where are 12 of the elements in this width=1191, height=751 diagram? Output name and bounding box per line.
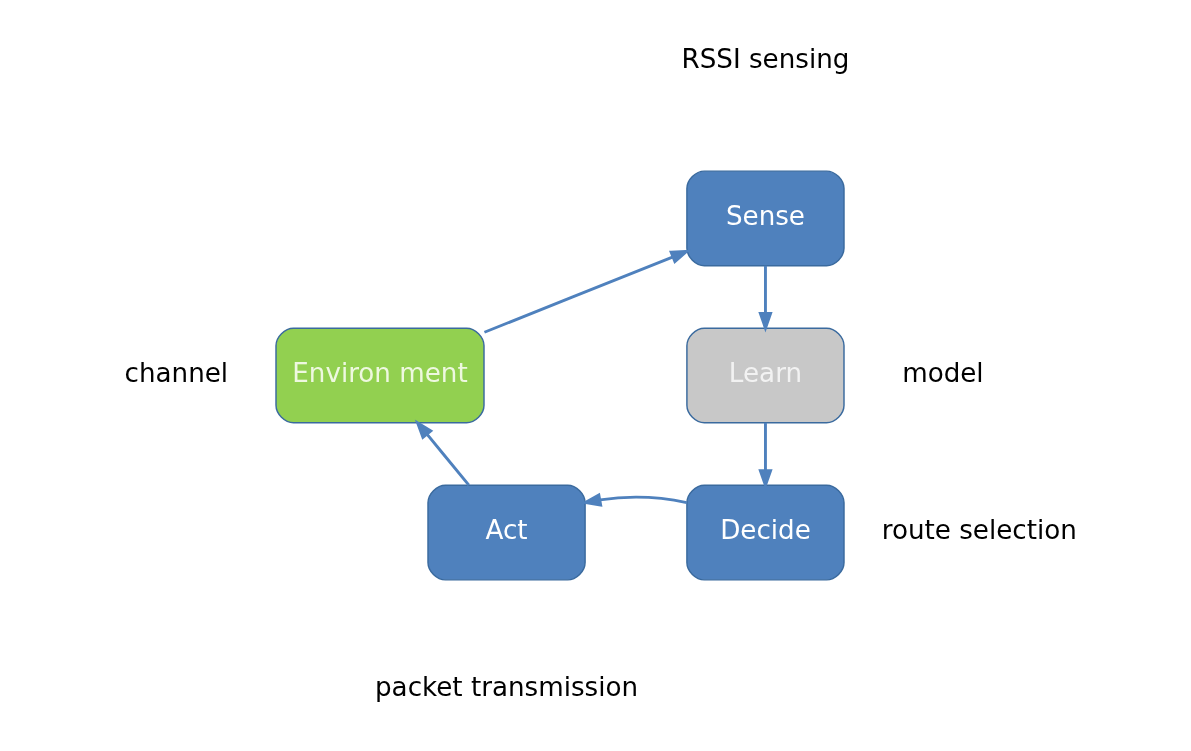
node-label: channel	[124, 357, 228, 388]
node-label: RSSI sensing	[681, 43, 849, 74]
arrow	[414, 419, 470, 487]
node-label: route selection	[881, 514, 1077, 545]
node-box: Sense	[685, 170, 845, 267]
node-label: packet transmission	[374, 672, 638, 703]
node-box: Act	[426, 484, 586, 581]
arrow	[483, 249, 691, 334]
node-label: model	[901, 357, 984, 388]
arrow	[757, 265, 773, 333]
node-box: Decide	[685, 484, 845, 581]
node-box: Environ ment	[274, 327, 485, 424]
